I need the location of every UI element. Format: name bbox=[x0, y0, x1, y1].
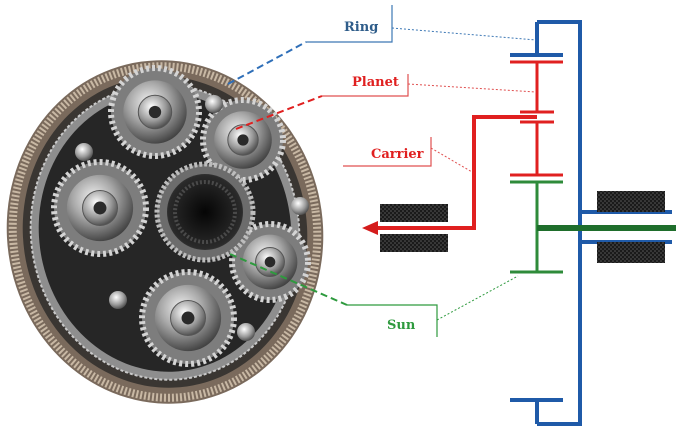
planet-gear bbox=[108, 65, 202, 159]
bolt-head bbox=[237, 323, 255, 341]
planet-gear bbox=[200, 97, 286, 183]
ring-gear-schematic bbox=[510, 20, 672, 426]
planet-gear bbox=[139, 269, 237, 367]
bearing-left-bottom bbox=[380, 234, 448, 252]
sun-gear bbox=[154, 161, 256, 263]
bearing-right-top bbox=[597, 191, 665, 212]
planet-gear bbox=[51, 159, 149, 257]
bolt-head bbox=[205, 95, 223, 113]
callout-sun: Sun bbox=[229, 253, 519, 337]
bolt-head bbox=[291, 197, 309, 215]
sun-label: Sun bbox=[387, 318, 416, 333]
gearset-schematic bbox=[362, 20, 676, 426]
planet-gears bbox=[51, 65, 311, 367]
planet-gear bbox=[229, 221, 311, 303]
planetary-gearset-illustration bbox=[6, 60, 324, 404]
bolt-head bbox=[75, 143, 93, 161]
ring-label: Ring bbox=[344, 20, 378, 35]
bolt-head bbox=[109, 291, 127, 309]
callout-ring: Ring bbox=[227, 5, 537, 85]
sun-gear-schematic bbox=[510, 180, 676, 274]
callout-planet: Planet bbox=[235, 74, 537, 130]
carrier-label: Carrier bbox=[371, 147, 424, 162]
bearing-left-top bbox=[380, 204, 448, 222]
output-arrow bbox=[362, 221, 378, 235]
callout-carrier: Carrier bbox=[343, 137, 473, 173]
planet-label: Planet bbox=[352, 75, 399, 90]
bearing-right-bottom bbox=[597, 242, 665, 263]
planet-carrier-schematic bbox=[375, 60, 563, 230]
